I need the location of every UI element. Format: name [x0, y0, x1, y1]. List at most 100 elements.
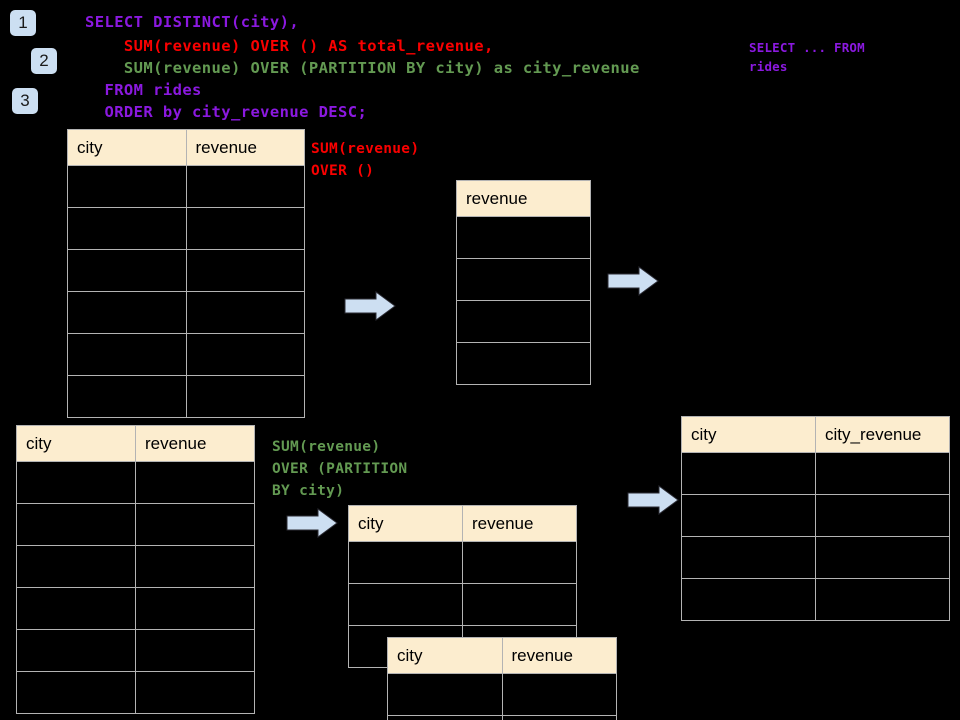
table-cell	[462, 541, 577, 584]
table-cell	[185, 375, 305, 418]
table-cell	[67, 165, 187, 208]
table-cell	[16, 629, 136, 672]
column-header-revenue: revenue	[135, 425, 255, 462]
table-row	[16, 587, 255, 630]
table-result: city city_revenue	[681, 416, 950, 621]
table-cell	[387, 673, 503, 716]
sql-line-total-revenue: SUM(revenue) OVER () AS total_revenue,	[85, 37, 494, 55]
table-row	[67, 249, 305, 292]
table-row	[387, 715, 617, 720]
column-header-city: city	[387, 637, 503, 674]
table-cell	[16, 461, 136, 504]
table-cell	[681, 578, 816, 621]
table-total-revenue: revenue	[456, 180, 591, 385]
table-row	[456, 216, 591, 259]
table-cell	[67, 333, 187, 376]
table-cell	[815, 494, 950, 537]
annotation-source-select: SELECT ... FROM rides	[749, 40, 865, 74]
table-header-row: city revenue	[348, 505, 577, 542]
table-row	[681, 452, 950, 495]
table-row	[348, 583, 577, 626]
table-cell	[815, 578, 950, 621]
arrow-bottom-right	[627, 485, 679, 515]
table-cell	[135, 503, 255, 546]
table-cell	[501, 673, 617, 716]
table-row	[456, 342, 591, 385]
table-cell	[681, 536, 816, 579]
column-header-revenue: revenue	[456, 180, 591, 217]
table-cell	[456, 258, 591, 301]
step-badge-3: 3	[12, 88, 38, 114]
sql-line-city-revenue: SUM(revenue) OVER (PARTITION BY city) as…	[85, 59, 640, 77]
table-cell	[67, 375, 187, 418]
arrow-bottom-left	[286, 508, 338, 538]
table-cell	[16, 587, 136, 630]
annotation-total-revenue: SUM(revenue) OVER ()	[311, 141, 420, 179]
sql-line-select: SELECT DISTINCT(city),	[85, 13, 300, 31]
table-cell	[67, 291, 187, 334]
annotation-city-revenue: SUM(revenue) OVER (PARTITION BY city)	[272, 439, 408, 499]
step-badge-1: 1	[10, 10, 36, 36]
table-cell	[456, 216, 591, 259]
table-row	[16, 503, 255, 546]
table-header-row: city city_revenue	[681, 416, 950, 453]
table-cell	[135, 461, 255, 504]
table-row	[456, 300, 591, 343]
table-cell	[135, 671, 255, 714]
table-cell	[185, 291, 305, 334]
table-cell	[681, 452, 816, 495]
table-cell	[16, 503, 136, 546]
table-row	[67, 333, 305, 376]
column-header-city: city	[16, 425, 136, 462]
table-row	[387, 673, 617, 716]
table-row	[456, 258, 591, 301]
table-partition-front: city revenue	[387, 637, 617, 720]
table-cell	[16, 671, 136, 714]
table-cell	[135, 587, 255, 630]
table-row	[67, 291, 305, 334]
table-cell	[185, 165, 305, 208]
table-header-row: city revenue	[67, 129, 305, 166]
table-cell	[185, 207, 305, 250]
table-row	[67, 165, 305, 208]
table-cell	[135, 629, 255, 672]
table-cell	[16, 545, 136, 588]
table-cell	[815, 536, 950, 579]
table-cell	[185, 333, 305, 376]
table-cell	[681, 494, 816, 537]
column-header-city-revenue: city_revenue	[815, 416, 950, 453]
table-cell	[462, 583, 577, 626]
column-header-revenue: revenue	[462, 505, 577, 542]
column-header-city: city	[348, 505, 463, 542]
table-header-row: city revenue	[387, 637, 617, 674]
table-row	[16, 461, 255, 504]
table-source-top: city revenue	[67, 129, 305, 418]
table-cell	[67, 207, 187, 250]
arrow-top-right	[607, 266, 659, 296]
sql-line-order-by: ORDER by city_revenue DESC;	[85, 103, 368, 121]
table-row	[16, 671, 255, 714]
column-header-revenue: revenue	[185, 129, 305, 166]
table-header-row: revenue	[456, 180, 591, 217]
table-cell	[456, 300, 591, 343]
table-row	[16, 545, 255, 588]
arrow-top-left	[344, 291, 396, 321]
table-row	[681, 536, 950, 579]
table-row	[348, 541, 577, 584]
table-cell	[135, 545, 255, 588]
step-badge-2: 2	[31, 48, 57, 74]
table-cell	[348, 541, 463, 584]
column-header-city: city	[67, 129, 187, 166]
table-cell	[67, 249, 187, 292]
table-cell	[456, 342, 591, 385]
table-row	[681, 494, 950, 537]
table-cell	[387, 715, 503, 720]
table-header-row: city revenue	[16, 425, 255, 462]
sql-line-from: FROM rides	[85, 81, 202, 99]
table-row	[67, 375, 305, 418]
table-cell	[348, 583, 463, 626]
column-header-revenue: revenue	[501, 637, 617, 674]
table-cell	[815, 452, 950, 495]
table-cell	[501, 715, 617, 720]
